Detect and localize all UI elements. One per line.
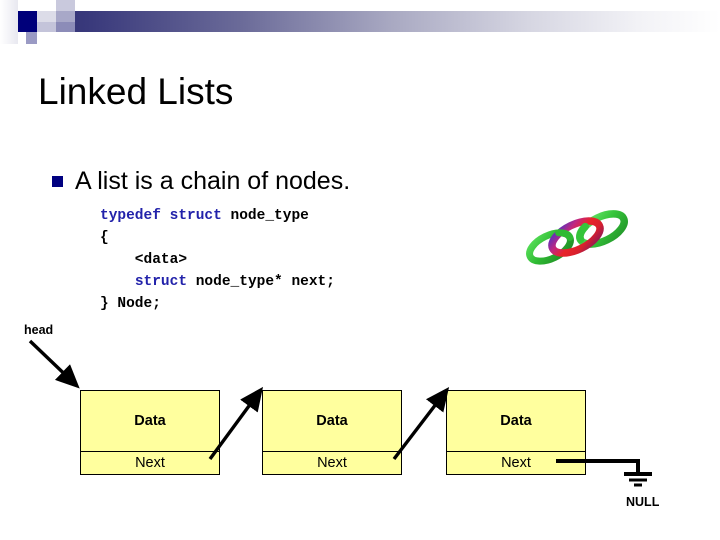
node-box: Data Next: [80, 390, 220, 475]
node-data-cell: Data: [447, 391, 585, 452]
bullet-item-label: A list is a chain of nodes.: [75, 167, 351, 195]
banner-pixel-block: [18, 11, 37, 32]
banner-pixel-block: [56, 22, 75, 32]
node-data-cell: Data: [81, 391, 219, 452]
banner-pixel-block: [0, 0, 18, 44]
code-line: } Node;: [100, 293, 335, 315]
code-line: struct node_type* next;: [100, 271, 335, 293]
banner-pixel-block: [56, 0, 75, 11]
square-bullet-icon: [52, 175, 63, 187]
code-text: node_type* next;: [195, 274, 335, 290]
page-title: Linked Lists: [38, 71, 234, 112]
code-text: <data>: [100, 252, 188, 268]
code-text: node_type: [230, 208, 309, 224]
node-next-cell: Next: [135, 455, 165, 471]
code-text: } Node;: [100, 296, 161, 312]
code-line: typedef struct node_type: [100, 205, 335, 227]
code-keyword: struct: [134, 274, 196, 290]
code-snippet: typedef struct node_type { <data> struct …: [100, 205, 335, 315]
node-link-arrow: [208, 386, 264, 461]
chain-links-clipart: [526, 210, 628, 265]
banner-pixel-block: [37, 11, 56, 22]
code-keyword: typedef struct: [100, 208, 231, 224]
head-pointer-label: head: [24, 323, 54, 337]
null-terminator-connector: [556, 459, 652, 487]
banner-pixel-block: [37, 22, 56, 32]
head-pointer-arrow: [28, 339, 80, 389]
null-label: NULL: [626, 495, 660, 509]
banner-gradient-bar: [37, 11, 720, 32]
code-line: {: [100, 227, 335, 249]
code-text: [100, 274, 135, 290]
banner-pixel-block: [56, 32, 75, 44]
code-line: <data>: [100, 249, 335, 271]
banner-pixel-block: [26, 32, 37, 44]
banner-pixel-block: [56, 11, 75, 22]
node-link-arrow: [392, 386, 450, 461]
banner-pixel-block: [37, 32, 56, 44]
bullet-item: A list is a chain of nodes.: [52, 166, 350, 196]
node-data-cell: Data: [263, 391, 401, 452]
slide-header-banner: [0, 0, 720, 52]
code-text: {: [100, 230, 109, 246]
node-next-cell: Next: [501, 455, 531, 471]
node-next-cell: Next: [317, 455, 347, 471]
node-box: Data Next: [262, 390, 402, 475]
